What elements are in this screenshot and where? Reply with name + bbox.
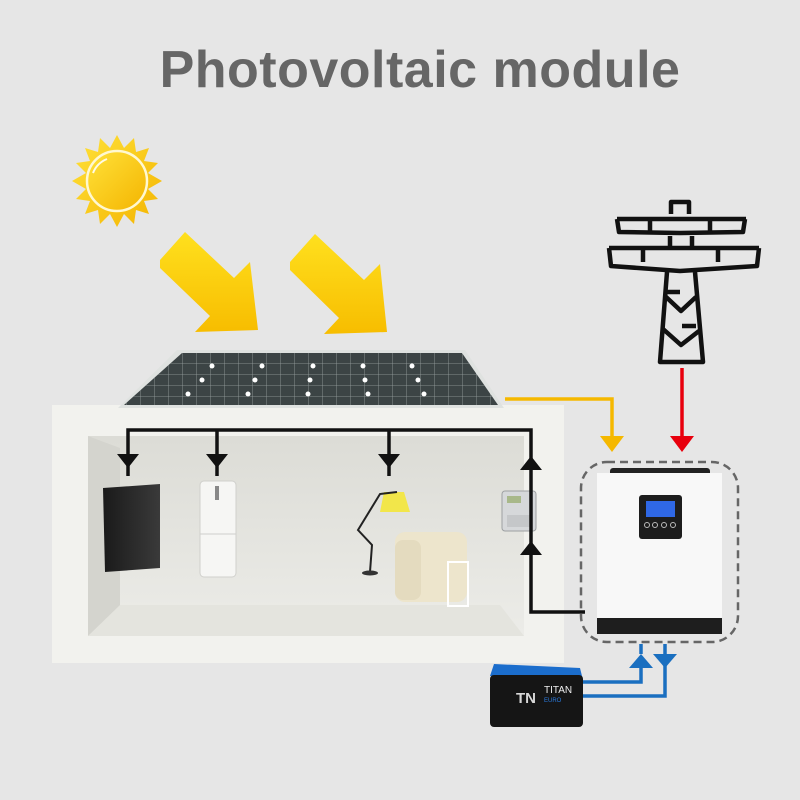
arrow-down-icon [378, 454, 400, 468]
floor-lamp [356, 491, 410, 576]
pv-wiring [505, 397, 624, 452]
tv [103, 484, 160, 572]
load-wiring [126, 428, 585, 614]
power-transmission-tower [606, 199, 762, 365]
battery-series: EURO [544, 698, 562, 704]
page-title: Photovoltaic module [159, 41, 681, 99]
arrow-up-icon [520, 456, 542, 470]
arrow-down-icon [206, 454, 228, 468]
battery-logo: TN [516, 690, 536, 707]
arrow-up-icon [629, 654, 653, 668]
arrow-down-icon [670, 436, 694, 452]
hybrid-inverter [579, 460, 740, 644]
arrow-down-icon [653, 654, 677, 668]
solar-panel [118, 350, 504, 408]
arrow-down-icon [600, 436, 624, 452]
battery-wiring [583, 644, 677, 698]
lcd-screen [646, 501, 675, 517]
arrow-up-icon [520, 541, 542, 555]
grid-wiring [670, 368, 694, 452]
refrigerator [199, 480, 237, 578]
battery: TN TITAN EURO [490, 664, 583, 727]
energy-meter [501, 490, 537, 532]
battery-brand: TITAN [544, 685, 572, 696]
sofa [395, 532, 469, 607]
sun-icon [72, 135, 162, 227]
sun-ray-arrow-icon [160, 232, 387, 334]
arrow-down-icon [117, 454, 139, 468]
load-arrows [117, 454, 542, 555]
